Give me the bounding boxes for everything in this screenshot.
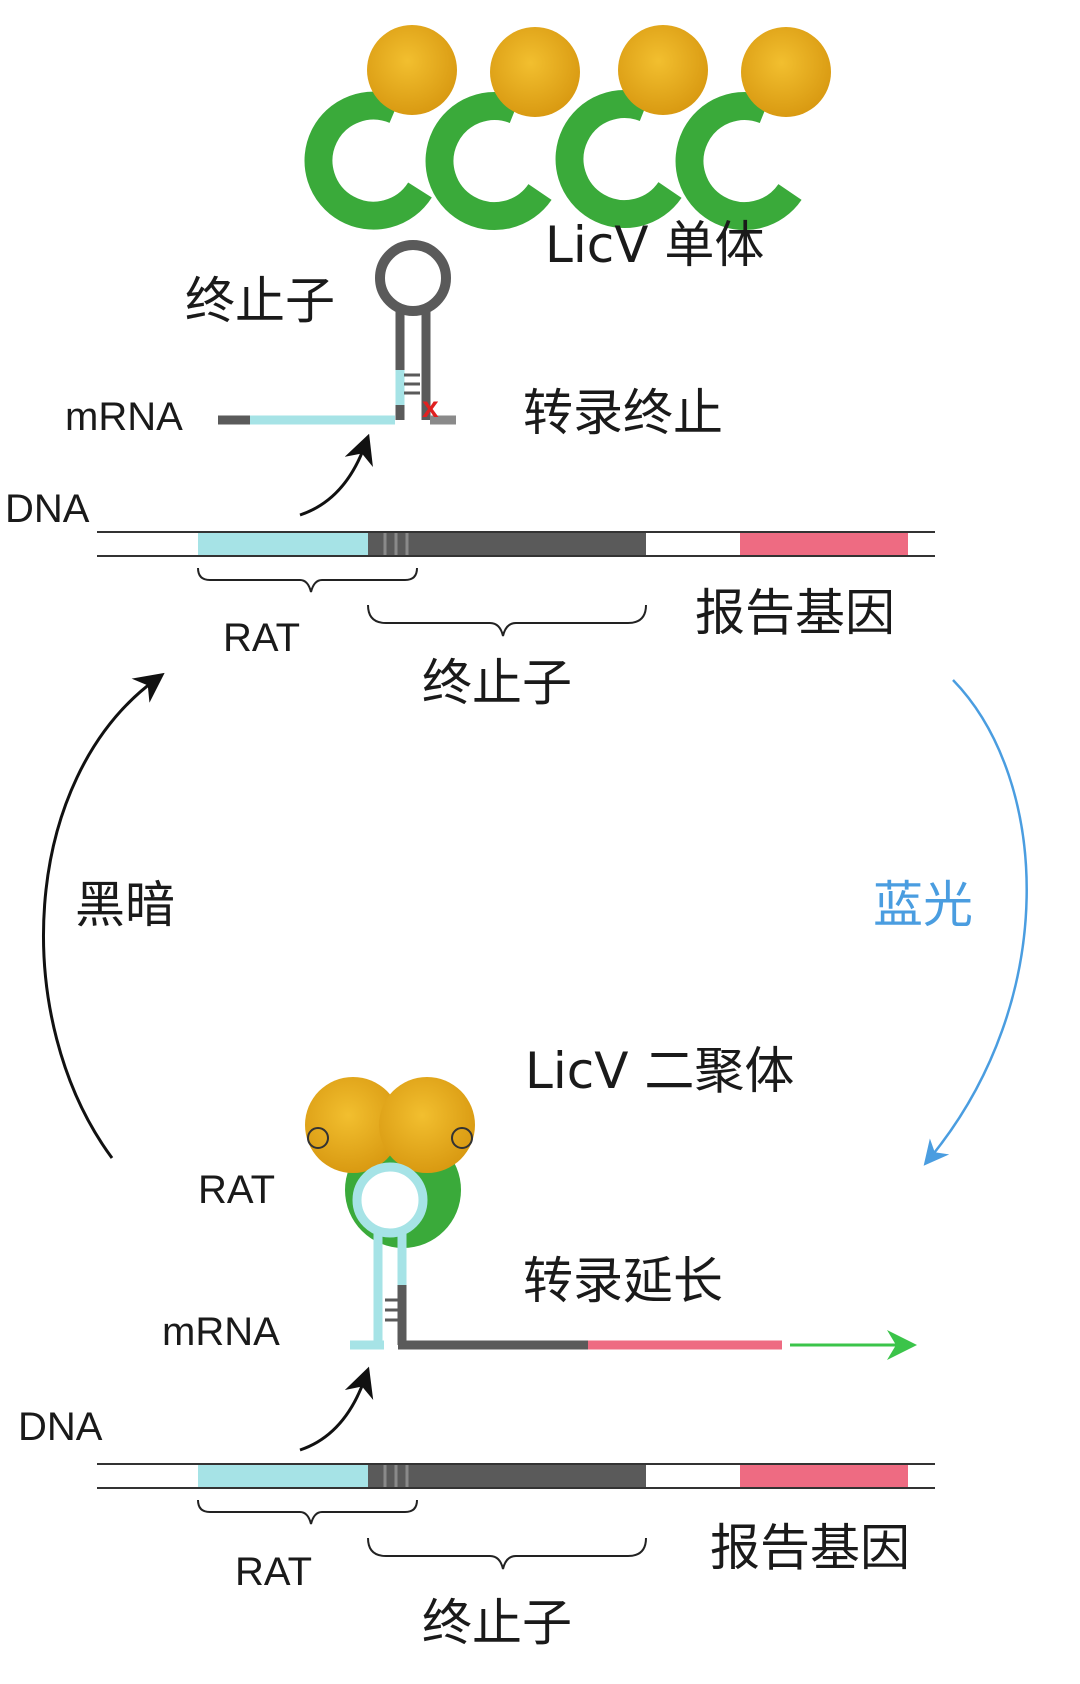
rat-hairpin [352,1162,428,1345]
blue-light-arrow [923,679,1028,1166]
reporter-label-top: 报告基因 [695,584,895,642]
rat-brace-top [197,567,418,593]
licv-monomer-1 [304,25,457,230]
terminator-label-bottom: 终止子 [422,1594,572,1652]
dark-label: 黑暗 [75,876,175,934]
terminator-brace-top [367,604,647,637]
dark-arrow [42,672,165,1159]
mrna-label-bottom: mRNA [162,1310,280,1354]
reporter-label-bottom: 报告基因 [710,1519,910,1577]
dna-strand-bottom [97,1463,935,1489]
licv-monomer-4 [675,27,831,231]
rat-brace-bottom [197,1499,418,1525]
rat-label-bottom: RAT [235,1550,312,1594]
dna-label-bottom: DNA [18,1405,103,1449]
terminator-loop-label: 终止子 [185,272,335,330]
rat-label-top: RAT [223,616,300,660]
terminator-hairpin-top [375,240,451,420]
stop-mark: x [422,391,439,424]
terminator-label-top: 终止子 [422,654,572,712]
dna-label-top: DNA [5,487,90,531]
transcription-elongation-label: 转录延长 [523,1252,723,1310]
terminator-brace-bottom [367,1537,647,1570]
blue-light-label: 蓝光 [873,876,973,934]
licv-monomer-3 [555,25,708,229]
dna-strand-top [97,531,935,557]
transcription-arrow-top [299,433,373,517]
transcription-stop-label: 转录终止 [523,384,723,442]
mrna-label-top: mRNA [65,395,183,439]
licv-monomer-2 [425,27,580,231]
licv-dimer-label: LicV 二聚体 [525,1042,794,1100]
transcription-arrow-bottom [299,1366,374,1452]
licv-monomer-label: LicV 单体 [545,216,764,274]
rat-label-dimer: RAT [198,1168,275,1212]
